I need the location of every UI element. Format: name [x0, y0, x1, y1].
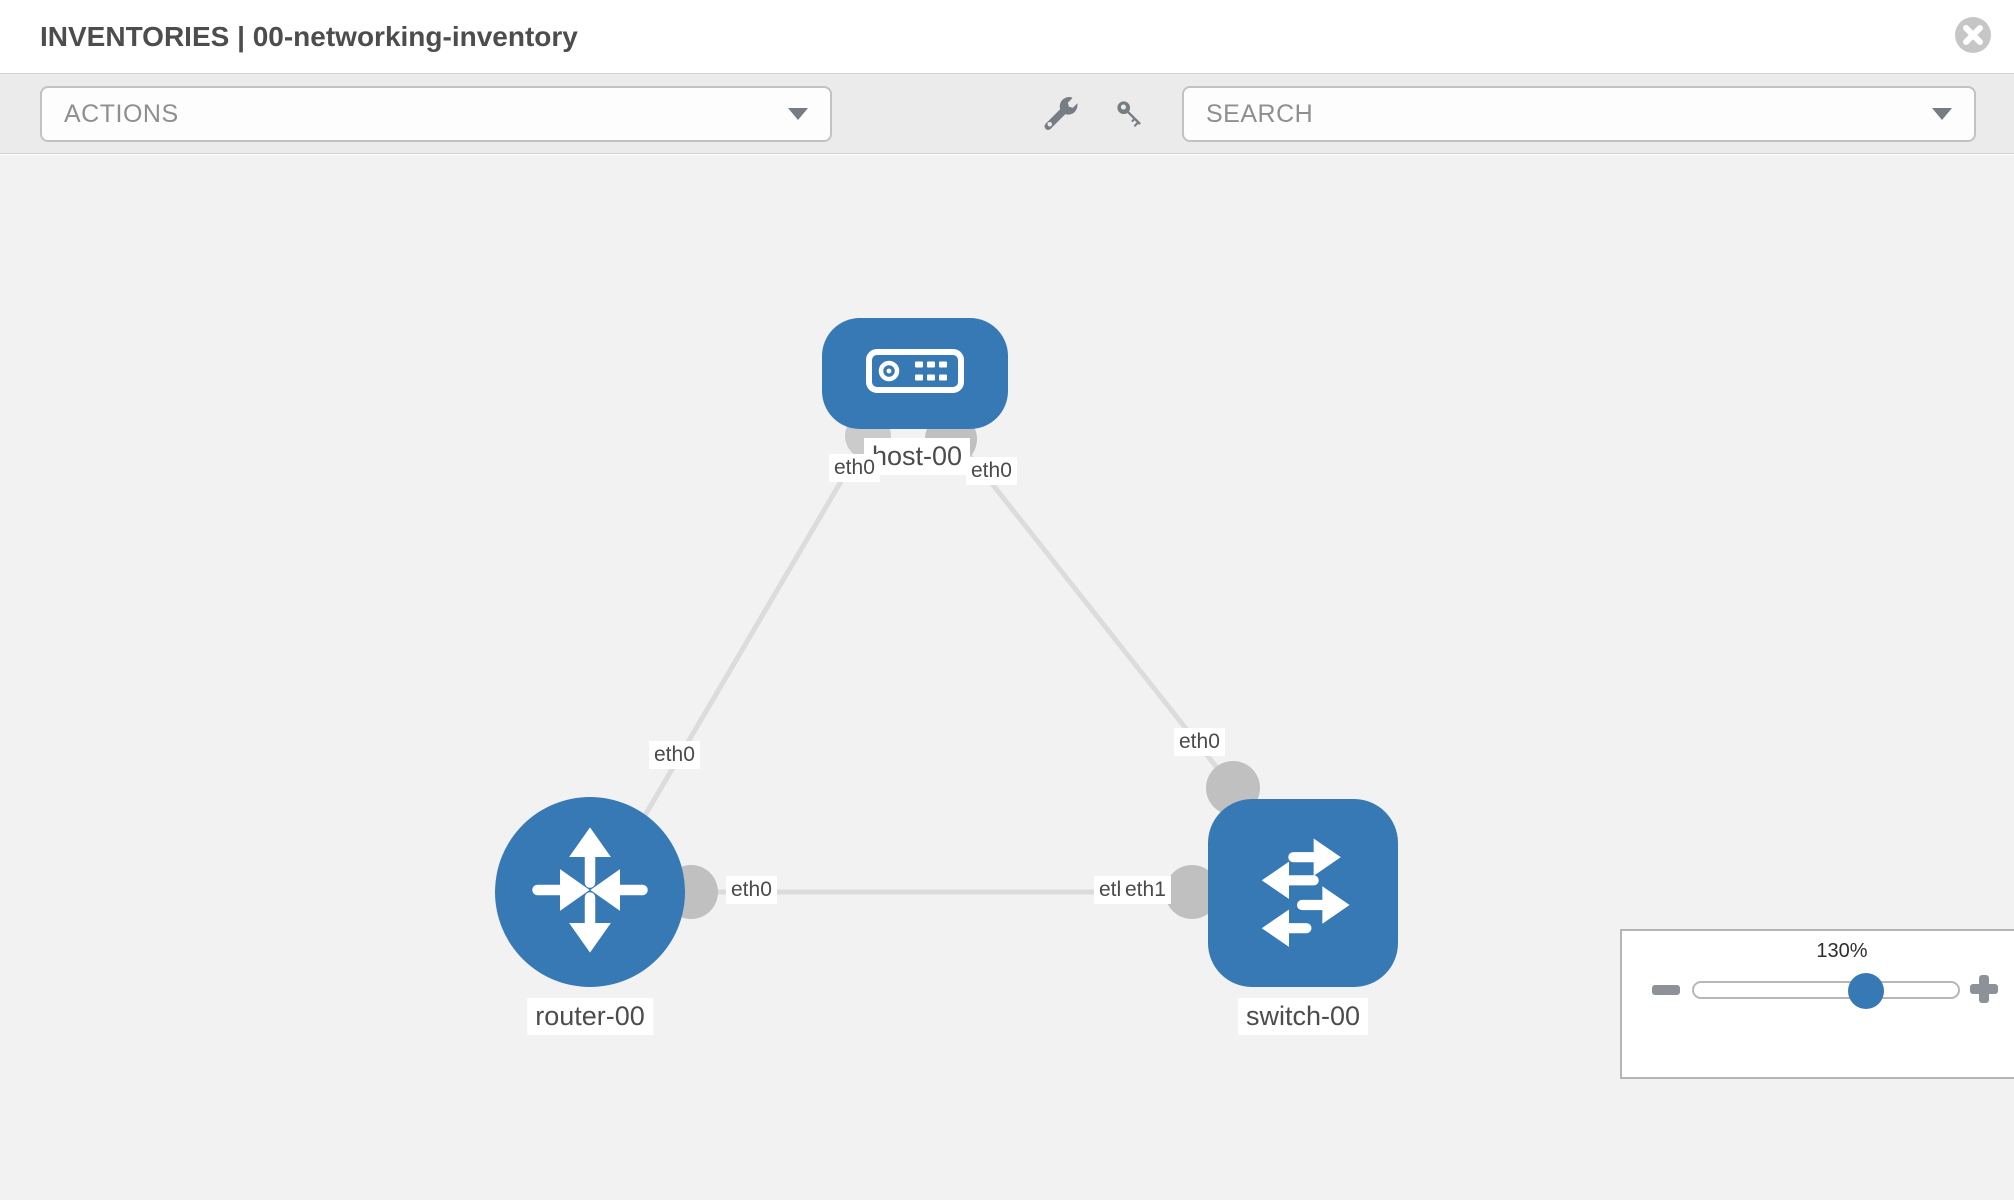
key-icon — [1111, 95, 1147, 136]
page-title: INVENTORIES | 00-networking-inventory — [40, 21, 578, 52]
iface-label-host-to-switch: eth0 — [966, 457, 1017, 485]
close-button[interactable] — [1954, 16, 1992, 54]
iface-label-switch-west-eth1: eth1 — [1120, 876, 1171, 904]
chevron-down-icon — [1932, 108, 1952, 120]
zoom-slider-thumb[interactable] — [1848, 973, 1884, 1009]
toolbar: ACTIONS — [0, 73, 2014, 154]
iface-label-router-uplink: eth0 — [649, 741, 700, 769]
node-label-switch-00: switch-00 — [1237, 998, 1369, 1035]
iface-label-switch-uplink: eth0 — [1174, 728, 1225, 756]
search-dropdown-label: SEARCH — [1206, 99, 1314, 128]
node-switch-00[interactable] — [1208, 799, 1398, 987]
zoom-slider[interactable] — [1692, 973, 1960, 1009]
actions-dropdown[interactable]: ACTIONS — [40, 86, 832, 142]
server-icon — [865, 348, 965, 399]
minus-icon — [1652, 983, 1680, 1000]
switch-icon — [1231, 818, 1376, 968]
node-label-host-00: host-00 — [863, 438, 971, 475]
wrench-icon — [1043, 95, 1079, 136]
zoom-control-panel: 130% — [1620, 929, 2014, 1079]
plus-icon — [1970, 975, 1998, 1007]
zoom-level-value: 130% — [1816, 940, 1868, 962]
actions-dropdown-label: ACTIONS — [64, 99, 179, 128]
node-label-router-00: router-00 — [527, 998, 653, 1035]
key-button[interactable] — [1106, 92, 1152, 138]
tools-button[interactable] — [1038, 92, 1084, 138]
topology-canvas[interactable]: host-00 router-00 switch-00 eth0 eth0 et… — [0, 155, 2014, 1200]
router-icon — [515, 815, 665, 970]
iface-label-router-east: eth0 — [726, 876, 777, 904]
zoom-in-button[interactable] — [1970, 975, 1998, 1003]
header-bar: INVENTORIES | 00-networking-inventory — [0, 0, 2014, 73]
close-icon — [1954, 17, 1992, 58]
iface-label-host-to-router: eth0 — [829, 454, 880, 482]
port-connector — [1165, 865, 1219, 919]
search-dropdown[interactable]: SEARCH — [1182, 86, 1976, 142]
node-router-00[interactable] — [495, 797, 685, 987]
chevron-down-icon — [788, 108, 808, 120]
zoom-out-button[interactable] — [1652, 983, 1680, 995]
node-host-00[interactable] — [822, 318, 1008, 429]
